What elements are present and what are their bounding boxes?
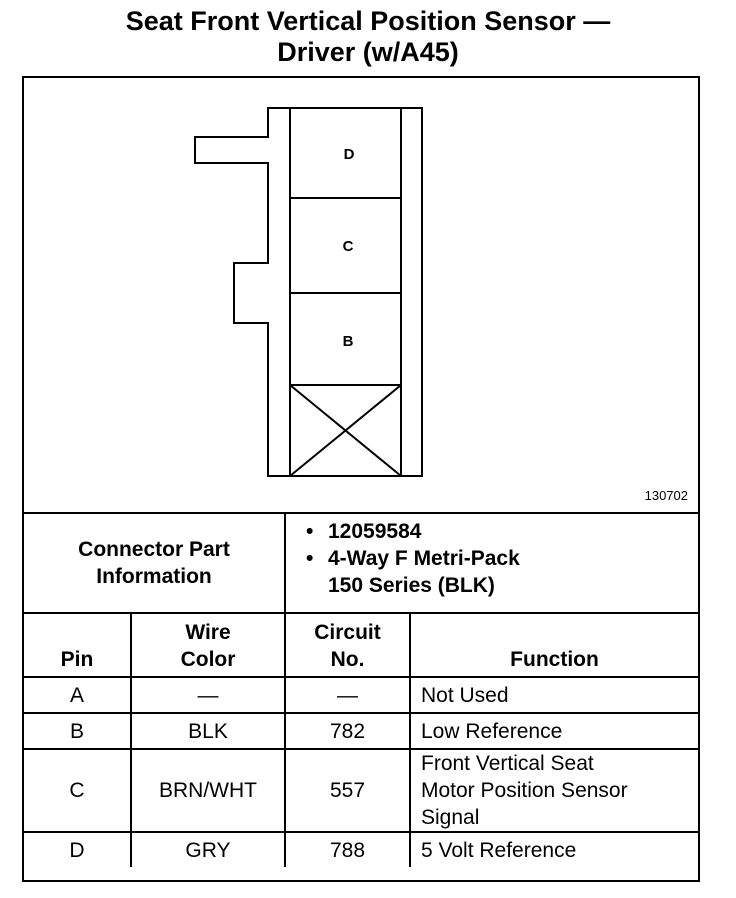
header-circuit: Circuit No. — [284, 612, 411, 678]
function-cell: 5 Volt Reference — [409, 831, 698, 867]
circuit-cell: 557 — [284, 748, 411, 833]
connector-diagram: D C B 130702 — [24, 78, 698, 512]
header-pin: Pin — [24, 612, 132, 678]
connector-info-row: Connector Part Information 12059584 4-Wa… — [24, 512, 698, 612]
title-line-2: Driver (w/A45) — [277, 37, 459, 67]
pin-cell: B — [24, 712, 132, 750]
function-cell: Low Reference — [409, 712, 698, 750]
header-function: Function — [409, 612, 698, 678]
pin-cell: D — [24, 831, 132, 867]
connector-body — [194, 107, 423, 477]
part-number: 12059584 — [306, 518, 698, 545]
cavity-a-cross-2 — [289, 384, 402, 477]
cavity-label-c: C — [343, 238, 354, 255]
table-row: A——Not Used — [24, 676, 698, 714]
cavity-label-b: B — [343, 333, 354, 350]
cavity-label-d: D — [344, 146, 355, 163]
connector-info-details: 12059584 4-Way F Metri-Pack 150 Series (… — [286, 514, 698, 612]
wire-color-cell: GRY — [130, 831, 286, 867]
circuit-cell: 782 — [284, 712, 411, 750]
connector-description: 4-Way F Metri-Pack 150 Series (BLK) — [306, 545, 698, 599]
connector-drawing: D C B — [194, 107, 423, 477]
pin-cell: C — [24, 748, 132, 833]
pin-cell: A — [24, 676, 132, 714]
pin-table-header: Pin Wire Color Circuit No. Function — [24, 612, 698, 678]
page-title: Seat Front Vertical Position Sensor — Dr… — [0, 6, 736, 68]
connector-info-label: Connector Part Information — [24, 514, 286, 612]
circuit-cell: 788 — [284, 831, 411, 867]
wire-color-cell: BLK — [130, 712, 286, 750]
connector-sheet: D C B 130702 Connector Part Information … — [22, 76, 700, 882]
figure-number: 130702 — [644, 488, 688, 503]
pin-table: Pin Wire Color Circuit No. Function A——N… — [24, 612, 698, 867]
title-line-1: Seat Front Vertical Position Sensor — — [125, 6, 611, 36]
circuit-cell: — — [284, 676, 411, 714]
wire-color-cell: BRN/WHT — [130, 748, 286, 833]
wire-color-cell: — — [130, 676, 286, 714]
header-wire-color: Wire Color — [130, 612, 286, 678]
function-cell: Not Used — [409, 676, 698, 714]
